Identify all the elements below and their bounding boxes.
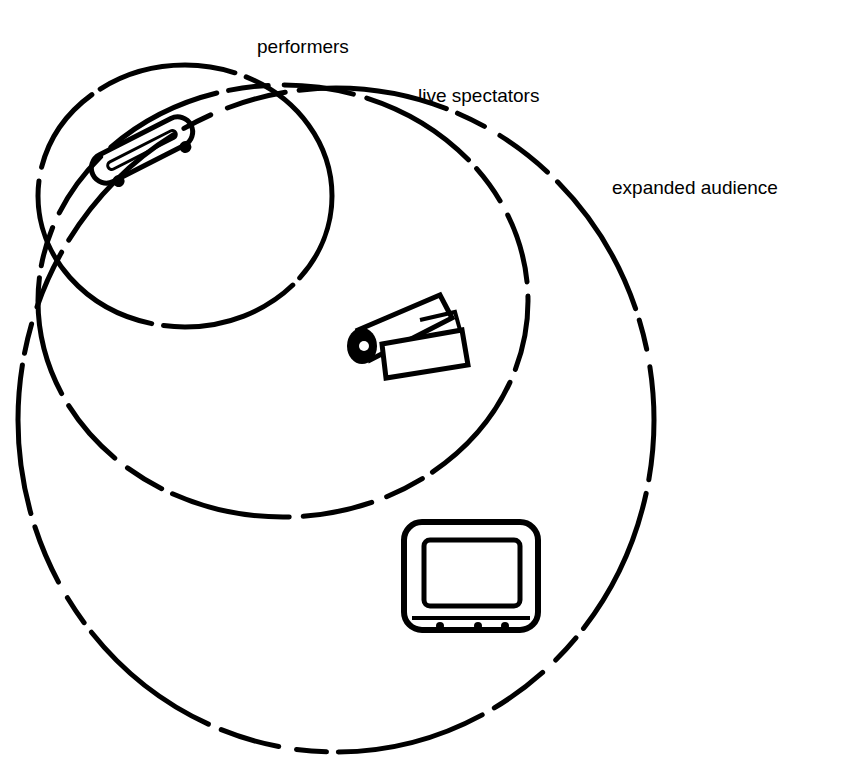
monitor-case [404,522,538,630]
camera-lens [347,328,377,364]
audience-circle: live spectators [35,82,531,520]
monitor-base-line [412,616,530,620]
camera-body [382,330,468,378]
hand-drawn-ellipse [18,88,654,752]
monitor-foot [474,622,482,630]
monitor-screen [424,540,520,606]
monitor-icon [404,522,538,630]
audience-circle: expanded audience [15,85,657,755]
skateboard-wheel [177,139,193,155]
circle-outline [35,82,531,520]
camera-icon [347,295,468,378]
skateboard-edge [106,129,177,171]
monitor-foot [436,622,444,630]
camera-viewfinder [420,312,460,330]
hand-drawn-ellipse [38,85,528,517]
camera-lens-glint [359,341,369,351]
circle-label: performers [257,36,349,58]
monitor-foot [501,622,509,630]
circle-outline [15,85,657,755]
circle-label: expanded audience [612,177,778,199]
